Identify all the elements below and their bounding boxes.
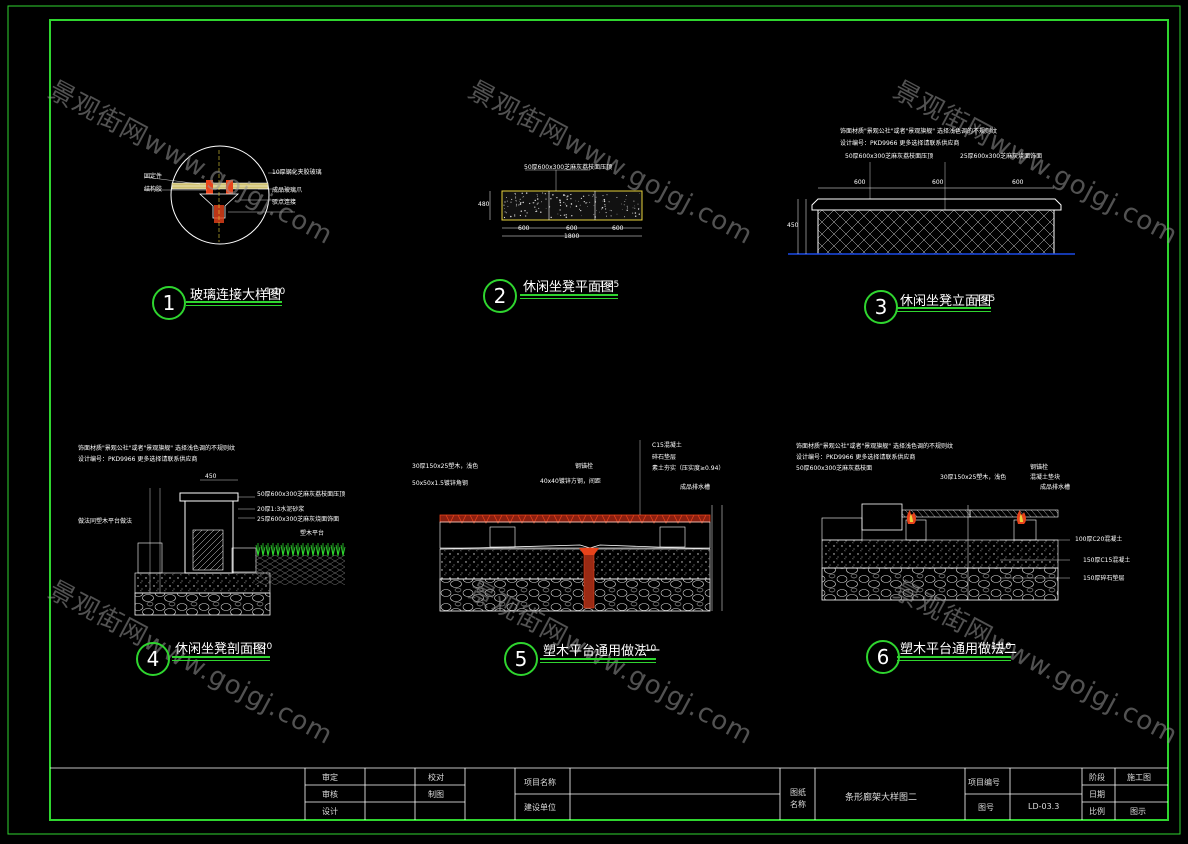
detail-title: 休闲坐凳剖面图 [175, 642, 267, 657]
tb-project-label: 项目名称 [524, 778, 556, 787]
annotation: 饰面材质"景观公社"或者"景观旗舰" 选择浅色调的不规则纹 [78, 445, 235, 452]
annotation: 50x50x1.5镀锌角钢 [412, 480, 468, 487]
dimension: 600 [518, 225, 530, 232]
annotation: 设计编号：PKD9966 更多选择请联系供应商 [796, 454, 916, 461]
detail-number-badge: 4 [136, 642, 170, 676]
annotation: 混凝土垫块 [1030, 474, 1061, 481]
tb-role: 设计 [322, 807, 338, 816]
detail-1-drawing [143, 145, 295, 245]
annotation: 饰面材质"景观公社"或者"景观旗舰" 选择浅色调的不规则纹 [796, 443, 953, 450]
annotation: 钢锚栓 [575, 463, 594, 470]
tb-scale-label: 比例 [1089, 807, 1105, 816]
tb-scale-value: 图示 [1130, 807, 1146, 816]
dimension: 600 [612, 225, 624, 232]
detail-scale: 1:25 [599, 280, 620, 290]
annotation: 100厚C20混凝土 [1075, 536, 1123, 543]
detail-scale: 1:10 [991, 642, 1012, 652]
dimension: 600 [854, 179, 866, 186]
tb-stage: 施工图 [1127, 773, 1151, 782]
annotation: 50厚600x300芝麻灰荔枝面压顶 [257, 491, 346, 498]
tb-role: 制图 [428, 790, 444, 799]
annotation: 成品排水槽 [680, 484, 711, 491]
detail-number-badge: 2 [483, 279, 517, 313]
detail-scale: 1:15 [975, 294, 996, 304]
annotation: 40x40镀锌方钢，间距 [540, 478, 601, 485]
annotation: 150厚C15混凝土 [1083, 557, 1131, 564]
annotation: 钢锚栓 [1030, 464, 1049, 471]
annotation: 50厚600x300芝麻灰荔枝面压顶 [845, 153, 934, 160]
tb-role: 审定 [322, 773, 338, 782]
detail-title: 玻璃连接大样图 [190, 288, 282, 303]
annotation: 25厚600x300芝麻灰烧面饰面 [257, 516, 340, 523]
annotation: 塑木平台 [300, 530, 325, 537]
title-block-grid [50, 767, 1168, 820]
annotation: 30厚150x25塑木，浅色 [412, 463, 479, 470]
annotation: 10厚钢化夹胶玻璃 [272, 169, 322, 176]
annotation: 碎石垫层 [652, 454, 677, 461]
outer-frame [7, 5, 1181, 835]
annotation: 设计编号：PKD9966 更多选择请联系供应商 [840, 140, 960, 147]
detail-scale: 1:10 [265, 287, 286, 297]
dimension: 480 [478, 201, 490, 208]
annotation: 做法同塑木平台做法 [78, 518, 133, 525]
annotation: 30厚150x25塑木，浅色 [940, 474, 1007, 481]
tb-client-label: 建设单位 [524, 803, 556, 812]
detail-6-drawing [821, 503, 1070, 601]
detail-title: 休闲坐凳立面图 [900, 294, 992, 309]
detail-4-drawing [134, 479, 346, 616]
annotation: 50厚600x300芝麻灰荔枝面压顶 [524, 164, 613, 171]
tb-date-label: 日期 [1089, 790, 1105, 799]
detail-3-drawing [788, 162, 1075, 255]
tb-role: 校对 [428, 773, 444, 782]
tb-drawing-no-label: 图号 [978, 803, 994, 812]
tb-drawing-name: 条形廊架大样图二 [845, 793, 918, 803]
detail-title: 塑木平台通用做法一 [543, 644, 661, 659]
tb-drawing-no: LD-03.3 [1028, 802, 1060, 811]
dimension: 600 [1012, 179, 1024, 186]
detail-title: 休闲坐凳平面图 [523, 280, 615, 295]
annotation: 50厚600x300芝麻灰荔枝面 [796, 465, 873, 472]
annotation: 成品排水槽 [1040, 484, 1071, 491]
annotation: 素土夯实（压实度≥0.94） [652, 465, 725, 472]
detail-number-badge: 6 [866, 640, 900, 674]
annotation: 25厚600x300芝麻灰烧面饰面 [960, 153, 1043, 160]
annotation: 驳点连接 [272, 199, 297, 206]
inner-frame [49, 19, 1169, 821]
annotation: 20厚1:3水泥砂浆 [257, 506, 305, 513]
annotation: 固定件 [144, 173, 163, 180]
dimension: 450 [787, 222, 799, 229]
tb-drawing-name-label: 图纸名称 [790, 788, 806, 809]
dimension: 1800 [564, 233, 580, 240]
detail-title: 塑木平台通用做法二 [900, 642, 1018, 657]
annotation: 结构胶 [144, 186, 163, 193]
annotation: 150厚碎石垫层 [1083, 575, 1125, 582]
detail-5-drawing [439, 440, 723, 612]
annotation: 成品玻璃爪 [272, 187, 303, 194]
detail-number-badge: 1 [152, 286, 186, 320]
detail-number-badge: 3 [864, 290, 898, 324]
dimension: 600 [566, 225, 578, 232]
annotation: 饰面材质"景观公社"或者"景观旗舰" 选择浅色调的不规则纹 [840, 128, 997, 135]
detail-number-badge: 5 [504, 642, 538, 676]
detail-scale: 1:20 [252, 642, 273, 652]
tb-project-no-label: 项目编号 [968, 778, 1000, 787]
tb-role: 审核 [322, 790, 338, 799]
detail-scale: 1:10 [636, 644, 657, 654]
dimension: 450 [205, 473, 217, 480]
dimension: 600 [932, 179, 944, 186]
annotation: C15混凝土 [652, 442, 682, 449]
annotation: 设计编号：PKD9966 更多选择请联系供应商 [78, 456, 198, 463]
detail-2-drawing [489, 169, 643, 237]
tb-stage-label: 阶段 [1089, 773, 1105, 782]
